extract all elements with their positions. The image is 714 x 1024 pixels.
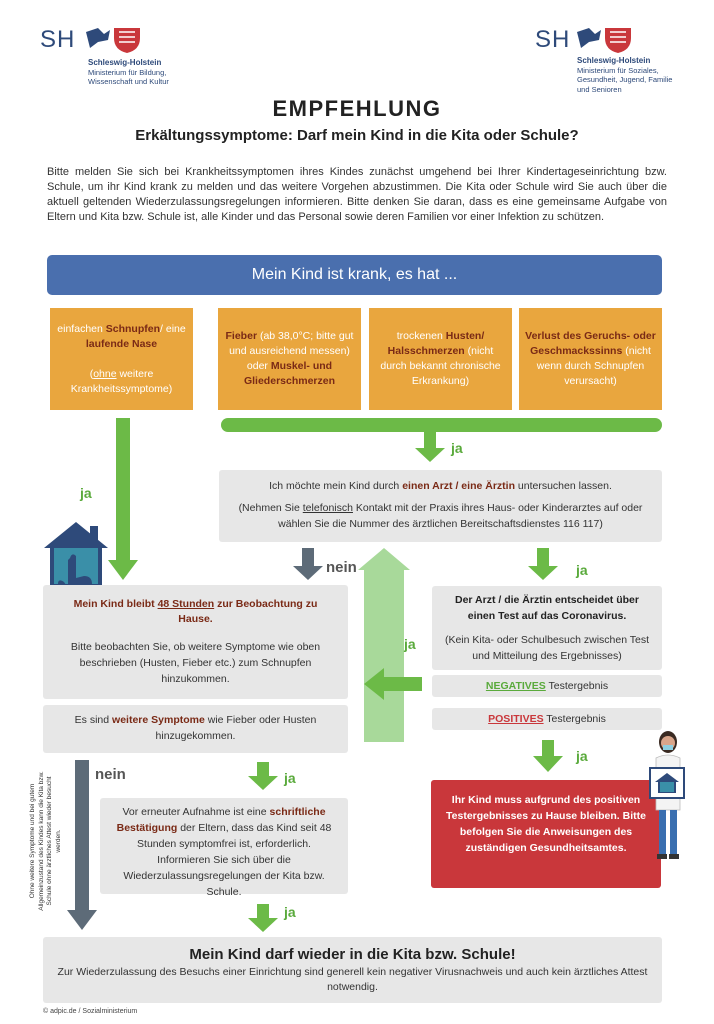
logo-mark: SH xyxy=(40,26,76,53)
s1-bold-2: laufende Nase xyxy=(85,337,158,350)
label-ja-bar: ja xyxy=(451,440,463,456)
side-note: Ohne weitere Symptome und bei gutem Allg… xyxy=(29,767,63,915)
label-ja-doctor: ja xyxy=(576,562,588,578)
test-title: Der Arzt / die Ärztin entscheidet über e… xyxy=(455,594,639,622)
arrow-bar-to-doctor xyxy=(415,432,445,462)
logo-ministry-2: Wissenschaft und Kultur xyxy=(88,77,169,86)
label-ja-positive: ja xyxy=(576,748,588,764)
logo-right: SH Schleswig-Holstein Ministerium für So… xyxy=(535,22,685,94)
arrow-confirm-down xyxy=(248,904,278,932)
connector-bar xyxy=(221,418,662,432)
logo-ministry-1: Ministerium für Soziales, xyxy=(577,65,659,75)
s1-note-underline: ohne xyxy=(93,367,117,380)
s1-note-open: ( xyxy=(89,367,94,380)
doctor-p2-pre: (Nehmen Sie xyxy=(238,502,303,514)
final-box: Mein Kind darf wieder in die Kita bzw. S… xyxy=(43,937,662,1003)
s3-text-1: (nicht durch bekannt chronische Erkranku… xyxy=(380,345,501,387)
s2-bold-2: Muskel- und Gliederschmerzen xyxy=(243,360,336,387)
test-box: Der Arzt / die Ärztin entscheidet über e… xyxy=(432,586,662,670)
confirm-box: Vor erneuter Aufnahme ist eine schriftli… xyxy=(100,798,348,898)
observe-box: Mein Kind bleibt 48 Stunden zur Beobacht… xyxy=(43,585,348,699)
symptom-box-fever: Fieber (ab 38,0°C; bitte gut und ausreic… xyxy=(218,308,361,410)
negative-result: NEGATIVES Testergebnis xyxy=(432,675,662,697)
s2-text-1: (ab 38,0°C; bitte gut und ausreichend me… xyxy=(229,330,354,357)
logo-name: Schleswig-Holstein xyxy=(88,58,162,67)
logo-left: SH Schleswig-Holstein Ministerium für Bi… xyxy=(40,22,190,92)
coat-of-arms-icon xyxy=(577,28,631,53)
page-title: EMPFEHLUNG xyxy=(272,96,442,121)
confirm-post: der Eltern, dass das Kind seit 48 Stunde… xyxy=(123,822,332,898)
label-ja-further: ja xyxy=(284,770,296,786)
s1-note: weitere Krankheitssymptome) xyxy=(70,367,173,395)
test-note: (Kein Kita- oder Schulbesuch zwischen Te… xyxy=(444,634,650,662)
doctor-p2-post: Kontakt mit der Praxis ihres Haus- oder … xyxy=(278,502,643,530)
banner-text: Mein Kind ist krank, es hat ... xyxy=(251,266,458,283)
arrow-further-down xyxy=(248,762,278,790)
positive-result: POSITIVES Testergebnis xyxy=(432,708,662,730)
positive-box-text: Ihr Kind muss aufgrund des positiven Tes… xyxy=(446,794,646,854)
logo-ministry-2: Gesundheit, Jugend, Familie xyxy=(577,75,673,84)
s2-text-2: oder xyxy=(246,360,271,372)
arrow-nein-final xyxy=(67,760,97,930)
label-ja-left: ja xyxy=(80,485,92,501)
symptom-box-cough: trockenen Husten/ Halsschmerzen (nicht d… xyxy=(369,308,512,410)
s4-text-1: (nicht wenn durch Schnupfen verursacht) xyxy=(536,345,651,387)
observe-pre: Mein Kind bleibt xyxy=(73,598,158,610)
label-ja-confirm: ja xyxy=(284,904,296,920)
arrow-runny-nose-down xyxy=(108,418,138,580)
arrow-negative-left xyxy=(364,668,422,700)
further-post: wie Fieber oder Husten hinzugekommen. xyxy=(155,714,317,742)
arrow-doctor-to-test xyxy=(528,548,558,580)
logo-ministry-3: und Senioren xyxy=(577,84,622,94)
symptom-box-smell-loss: Verlust des Geruchs- oder Geschmackssinn… xyxy=(519,308,662,410)
observe-post: zur Beobachtung zu Hause. xyxy=(178,598,318,625)
sick-banner: Mein Kind ist krank, es hat ... xyxy=(47,255,662,295)
further-bold: weitere Symptome xyxy=(112,714,205,726)
positive-box: Ihr Kind muss aufgrund des positiven Tes… xyxy=(431,780,661,888)
label-nein-doctor: nein xyxy=(326,559,357,576)
symptom-box-runny-nose: einfachen Schnupfen/ eine laufende Nase … xyxy=(50,308,193,410)
s2-bold-1: Fieber xyxy=(225,330,258,342)
doctor-box: Ich möchte mein Kind durch einen Arzt / … xyxy=(219,470,662,542)
further-pre: Es sind xyxy=(74,714,113,726)
final-text: Zur Wiederzulassung des Besuchs einer Ei… xyxy=(57,966,648,993)
label-ja-up: ja xyxy=(404,636,416,652)
further-symptoms-box: Es sind weitere Symptome wie Fieber oder… xyxy=(43,705,348,753)
coat-of-arms-icon xyxy=(86,28,140,53)
positive-label: POSITIVES xyxy=(488,713,544,725)
doctor-figure-icon xyxy=(649,731,685,859)
arrow-positive-down xyxy=(533,740,563,772)
s3-bold-1: Husten/ Halsschmerzen xyxy=(387,330,485,357)
credit: © adpic.de / Sozialministerium xyxy=(43,1008,138,1015)
arrow-nein-doctor xyxy=(293,548,323,580)
intro-text: Bitte melden Sie sich bei Krankheitssymp… xyxy=(47,166,667,223)
final-title: Mein Kind darf wieder in die Kita bzw. S… xyxy=(189,946,516,963)
side-note-text: Ohne weitere Symptome und bei gutem Allg… xyxy=(29,771,62,911)
page-subtitle: Erkältungssymptome: Darf mein Kind in di… xyxy=(135,127,579,144)
logo-name: Schleswig-Holstein xyxy=(577,56,651,65)
arrow-up-light xyxy=(358,548,410,742)
confirm-bold: schriftliche Bestätigung xyxy=(116,806,326,834)
doctor-bold: einen Arzt / eine Ärztin xyxy=(402,480,515,492)
doctor-pre: Ich möchte mein Kind durch xyxy=(269,480,403,492)
s1-mid: / eine xyxy=(160,322,186,335)
negative-post: Testergebnis xyxy=(545,680,609,692)
s4-bold-1: Verlust des Geruchs- oder Geschmackssinn… xyxy=(525,330,656,357)
confirm-pre: Vor erneuter Aufnahme ist eine xyxy=(122,806,270,818)
doctor-p2-underline: telefonisch xyxy=(302,502,353,514)
observe-text: Bitte beobachten Sie, ob weitere Symptom… xyxy=(70,641,321,685)
positive-post: Testergebnis xyxy=(543,713,606,725)
observe-underline: 48 Stunden xyxy=(157,598,215,610)
negative-label: NEGATIVES xyxy=(485,680,546,692)
logo-mark: SH xyxy=(535,26,571,53)
s3-pre: trockenen xyxy=(396,330,446,342)
s1-pre: einfachen xyxy=(57,322,106,335)
doctor-post: untersuchen lassen. xyxy=(514,480,612,492)
label-nein-left: nein xyxy=(95,766,126,783)
logo-ministry-1: Ministerium für Bildung, xyxy=(88,67,167,77)
s1-bold-1: Schnupfen xyxy=(105,322,161,335)
